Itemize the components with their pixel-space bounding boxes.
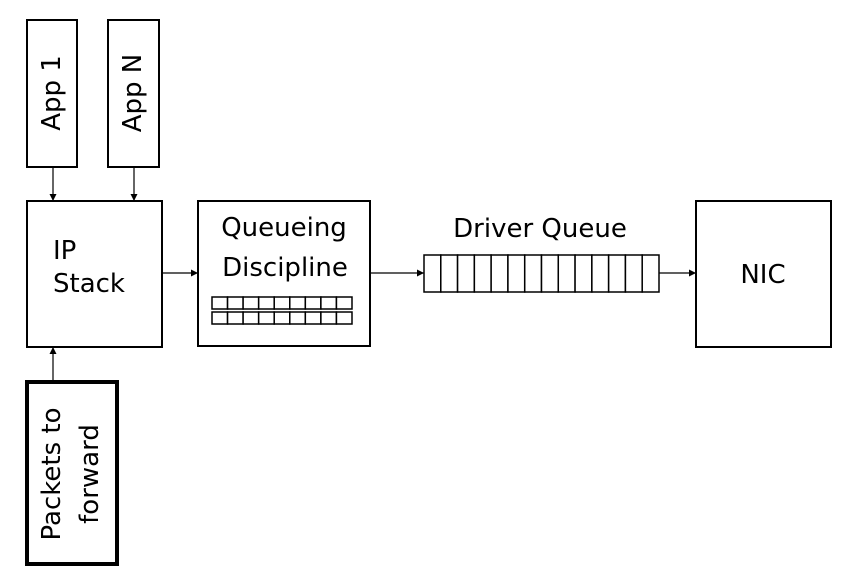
queue-cell [226,311,244,325]
queueing-discipline-queues [211,296,353,325]
driver-queue-cell [557,254,576,293]
queue-cell [320,311,338,325]
ip-stack-box [26,200,163,348]
ip-stack-label-line-1: IP [53,236,76,266]
app-n-label: App N [118,54,148,133]
packets-to-forward-label-line-1: Packets to [37,408,67,541]
driver-queue-node: Driver Queue [423,214,660,293]
driver-queue-cell [624,254,643,293]
queue-cell [335,311,353,325]
queue-cell [320,296,338,310]
driver-queue-cell [423,254,442,293]
packets-to-forward-box [25,380,119,566]
driver-queue-cell [540,254,560,293]
packets-to-forward-node: Packets to forward [25,380,119,566]
driver-queue-cell [507,254,526,293]
nic-node: NIC [695,200,832,348]
app-n-node: App N [107,19,160,168]
queueing-discipline-label-line-1: Queueing [221,213,347,243]
queue-cell [242,311,260,325]
app-1-label: App 1 [37,55,67,131]
queue-cell [289,296,307,310]
queueing-discipline-node: Queueing Discipline [197,200,371,347]
driver-queue-cell [607,254,627,293]
ip-stack-node: IP Stack [26,200,163,348]
driver-queue-cell [523,254,543,293]
queue-cell [257,311,275,325]
nic-label: NIC [740,260,785,290]
packets-to-forward-label-line-2: forward [75,424,105,524]
queue-cell [273,296,291,310]
driver-queue-cell [574,254,593,293]
driver-queue-cell [641,254,660,293]
driver-queue-cell [473,254,492,293]
queue-cell [226,296,244,310]
driver-queue-cell [591,254,610,293]
queue-cell [335,296,353,310]
driver-queue-label: Driver Queue [453,214,627,244]
queue-cell [304,296,322,310]
queue-cell [289,311,307,325]
queue-cell [242,296,260,310]
queue-cell [257,296,275,310]
app-n-box [107,19,160,168]
nic-box [695,200,832,348]
app-1-node: App 1 [26,19,78,168]
app-1-box [26,19,78,168]
queue-cell [273,311,291,325]
driver-queue-cell [490,254,509,293]
queue-cell [211,311,229,325]
queue-cell [211,296,229,310]
queue-cell [304,311,322,325]
queueing-discipline-label-line-2: Discipline [222,253,348,283]
edges [49,167,696,382]
driver-queue-cell [456,254,476,293]
driver-queue-cell [440,254,459,293]
driver-queue-cells [423,254,660,293]
ip-stack-label-line-2: Stack [53,269,125,299]
